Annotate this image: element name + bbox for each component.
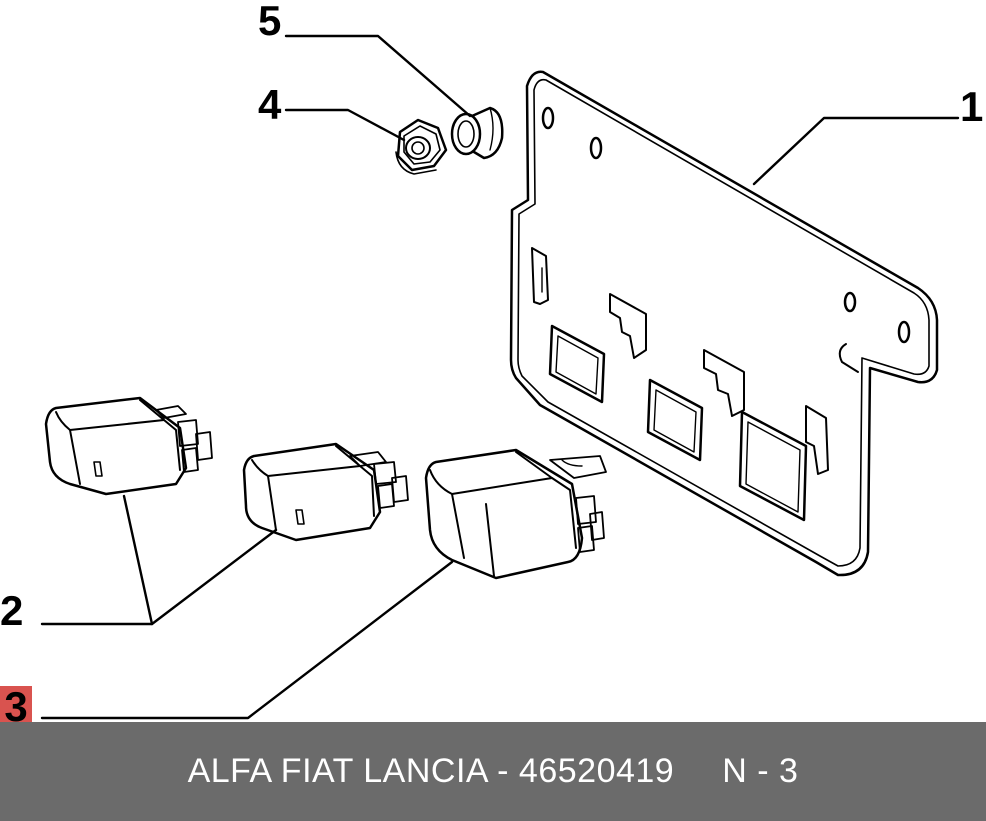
page-number-text: N - 3 [722,752,799,790]
callout-3-highlighted: 3 [0,686,32,728]
part-number-text: ALFA FIAT LANCIA - 46520419 [187,752,675,790]
footer-bar: ALFA FIAT LANCIA - 46520419 N - 3 [0,722,986,821]
mounting-bracket-part-1 [509,70,939,577]
relay-large-part-3 [424,448,607,580]
leader-line-4 [284,108,406,142]
relay-middle-part-2 [242,442,409,542]
relay-left-part-2 [44,396,213,496]
callout-5: 5 [258,0,282,44]
callout-1: 1 [960,83,984,130]
callout-4: 4 [258,81,282,128]
spacer-sleeve-part-5 [450,106,504,160]
leader-line-1 [752,116,960,186]
nut-part-4 [395,118,448,175]
leader-line-3 [40,560,454,720]
relay-bracket-exploded-diagram [40,34,960,720]
leader-lines [40,34,960,720]
leader-line-2b [150,528,278,626]
leader-line-2a [40,494,154,626]
leader-line-5 [284,34,472,118]
callout-2: 2 [0,587,24,634]
